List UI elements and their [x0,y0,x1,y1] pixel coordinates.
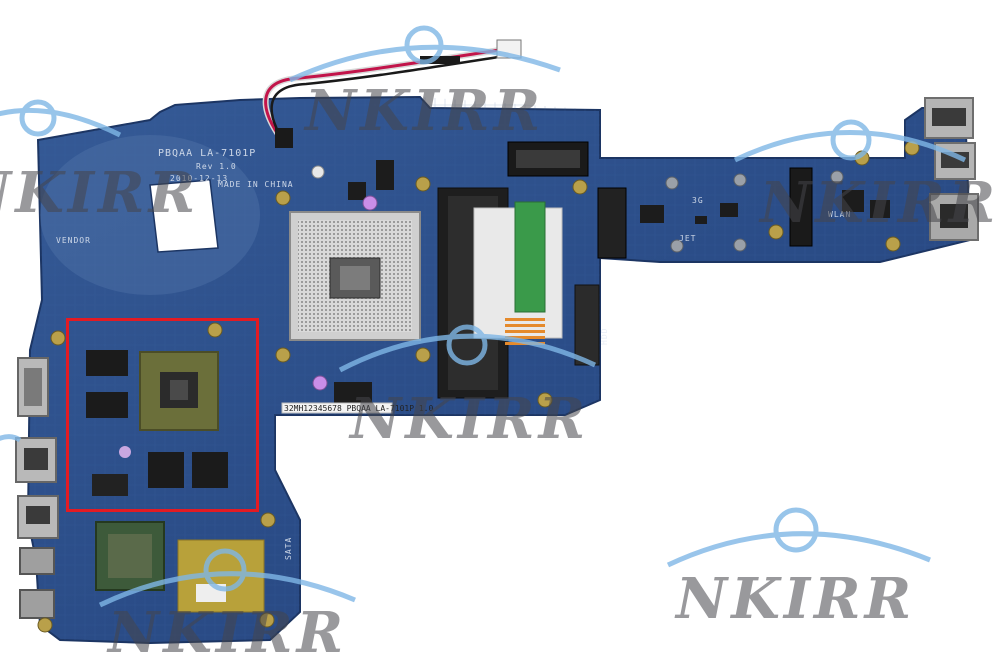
audio-jack-1 [19,547,55,575]
board-sata-text: SATA [284,536,293,560]
board-date-text: 2010-12-13 [170,174,229,183]
wlan-slot [789,167,813,247]
audio-jack-2 [19,589,55,619]
vram-chip [148,452,184,488]
vram-chip [192,452,228,488]
board-jet-text: JET [679,234,697,243]
gpu-chip [139,351,219,431]
board-rev-text: Rev 1.0 [196,162,237,171]
board-hdd-text: HDD [600,327,609,345]
gpu-highlight-box [66,318,259,512]
vram-chip [86,350,128,376]
board-sticker-text: 32MH12345678 PBQAA LA-7101P 1.0 [284,404,434,413]
board-wlan-text: WLAN [828,210,852,219]
board-made-in-text: MADE IN CHINA [218,180,294,189]
vram-chip [86,392,128,418]
board-model-text: PBQAA LA-7101P [158,148,257,159]
board-vendor-text: VENDOR [56,236,91,245]
board-3g-text: 3G [692,196,704,205]
